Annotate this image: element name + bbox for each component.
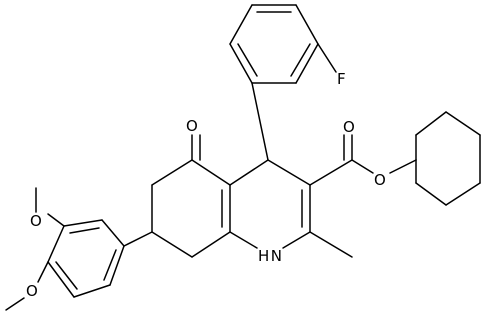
bond xyxy=(229,4,253,45)
ester-carbonyl-oxygen-label: O xyxy=(343,118,355,136)
bond xyxy=(351,159,374,174)
bond xyxy=(309,159,353,186)
bond xyxy=(229,231,258,249)
ketone-oxygen-label: O xyxy=(186,117,198,135)
bond xyxy=(267,159,311,186)
cyclohexenone-ring xyxy=(151,159,231,258)
bond xyxy=(309,231,353,258)
bond xyxy=(282,231,311,249)
bond xyxy=(445,182,481,206)
fluorophenyl-ring xyxy=(229,4,319,84)
bond xyxy=(47,225,65,263)
methoxy-oxygen-lower-label: O xyxy=(26,282,38,300)
bond xyxy=(389,159,417,174)
methoxy-oxygen-upper-label: O xyxy=(30,212,42,230)
bond xyxy=(5,297,25,311)
ring-nitrogen-label: H N xyxy=(258,247,282,265)
fluorine-atom-label: F xyxy=(337,70,346,88)
bond xyxy=(73,284,111,298)
bond xyxy=(229,43,253,84)
bond xyxy=(317,43,337,73)
bond xyxy=(415,111,447,136)
bond xyxy=(47,261,75,298)
bond xyxy=(151,231,193,258)
dihydropyridine-ring xyxy=(229,82,311,249)
bond xyxy=(101,219,125,247)
ester-ether-oxygen-label: O xyxy=(374,171,386,189)
bond xyxy=(123,231,153,247)
bond xyxy=(445,111,481,136)
bond xyxy=(191,159,231,186)
bond xyxy=(109,245,125,286)
bond xyxy=(251,82,269,161)
bond xyxy=(55,261,78,290)
bond xyxy=(37,261,49,283)
bond xyxy=(69,227,100,234)
cyclohexyl-ring xyxy=(415,111,481,206)
bond xyxy=(47,213,65,227)
bond xyxy=(237,43,258,77)
bond xyxy=(151,159,193,186)
bond xyxy=(103,249,117,281)
bond xyxy=(295,43,319,84)
bond xyxy=(295,4,319,45)
dimethoxyphenyl-ring xyxy=(47,219,125,298)
bond xyxy=(290,43,311,77)
bond xyxy=(63,219,103,227)
bond xyxy=(415,182,447,206)
bond xyxy=(191,231,231,258)
bond xyxy=(229,159,269,186)
